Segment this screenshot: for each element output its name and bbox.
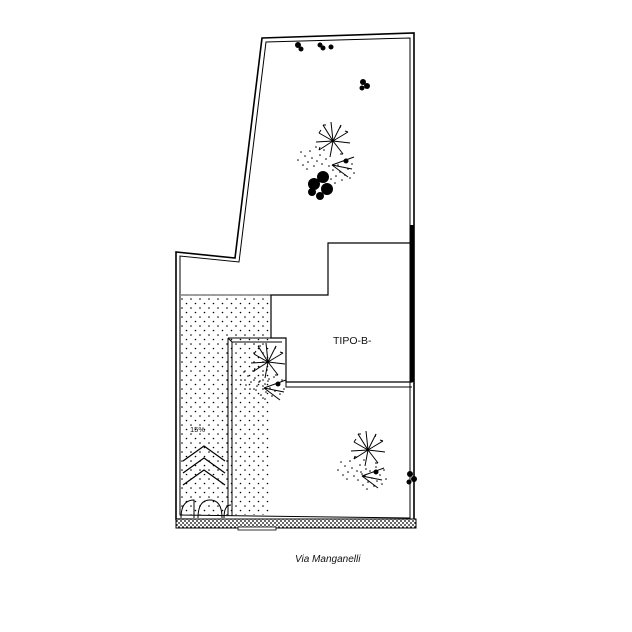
building-label: TIPO-B- bbox=[333, 335, 372, 347]
bush-cluster bbox=[308, 171, 333, 200]
gate-arcs bbox=[180, 499, 232, 519]
driveway-area bbox=[181, 295, 271, 515]
lot-boundary-inner bbox=[179, 37, 411, 519]
small-tree-right bbox=[406, 471, 417, 485]
street-name: Via Manganelli bbox=[295, 554, 361, 565]
street-wall bbox=[175, 518, 417, 529]
ramp-arrows bbox=[182, 445, 226, 486]
building-footprint bbox=[270, 242, 413, 383]
palm-tree-3 bbox=[337, 430, 387, 490]
tree-cluster-top bbox=[295, 42, 370, 91]
ramp-slope-label: 15% bbox=[190, 425, 205, 434]
